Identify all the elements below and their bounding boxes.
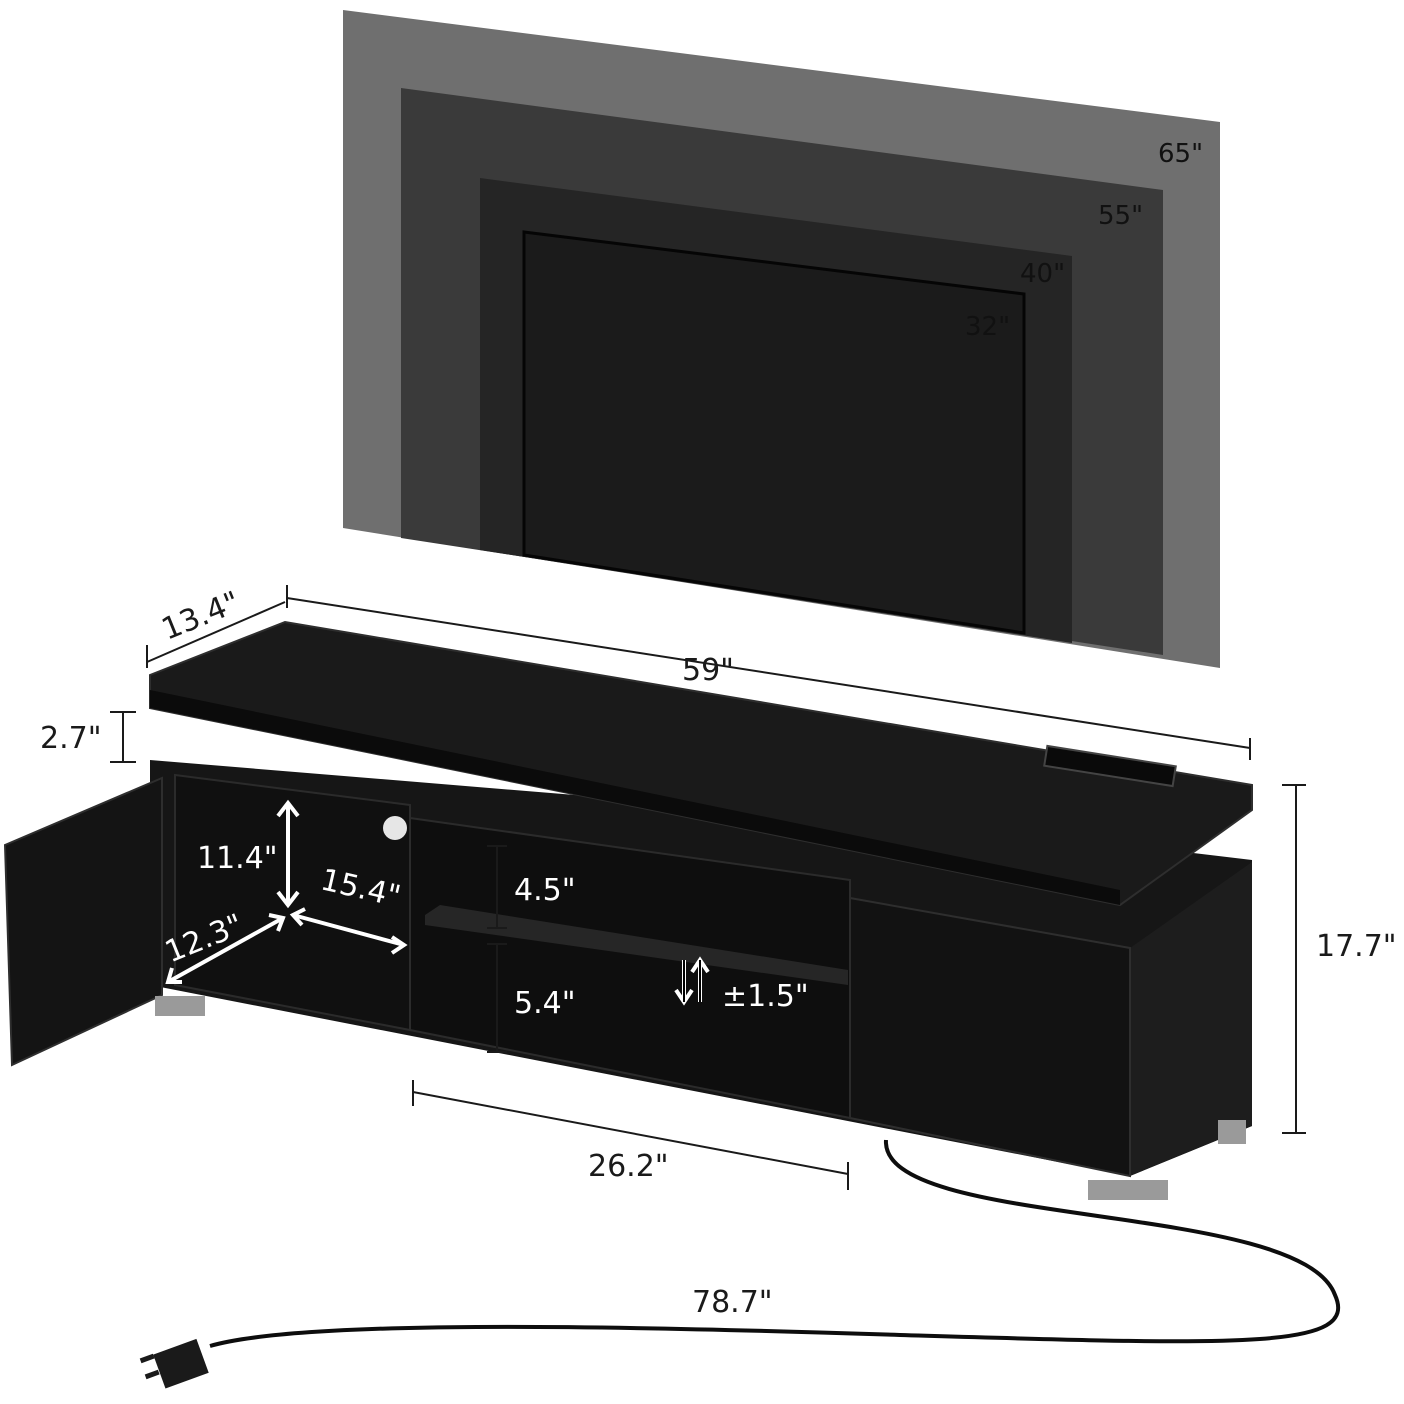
label-upper-shelf: 4.5" (514, 873, 576, 908)
cabinet-depth-arrow (167, 916, 284, 984)
tv-label-32: 32" (965, 312, 1010, 342)
stand-foot-back (1218, 1120, 1246, 1144)
cord-line (209, 1139, 1341, 1348)
label-lower-shelf: 5.4" (514, 986, 576, 1021)
stand-top-front-edge (150, 690, 1120, 905)
stand-left-door (3, 776, 163, 1067)
cabinet-width-arrow (292, 913, 405, 947)
label-cabinet-height: 11.4" (197, 841, 278, 876)
tv-label-55: 55" (1098, 201, 1143, 231)
stand-foot-right (1088, 1180, 1168, 1200)
power-cord (139, 1139, 1341, 1389)
label-width: 59" (682, 653, 734, 688)
tv-panel-32 (522, 230, 1026, 635)
tv-label-40: 40" (1020, 259, 1065, 289)
stand-adjustable-shelf (425, 905, 848, 985)
dimension-lines (110, 585, 1306, 1190)
shelf-adjust-icon-dark (683, 960, 701, 1002)
stand-right-side (1130, 862, 1252, 1176)
tv-label-65: 65" (1158, 139, 1203, 169)
open-width-line (412, 1091, 849, 1175)
width-line (286, 597, 1251, 749)
label-top-thickness: 2.7" (40, 721, 102, 756)
label-open-width: 26.2" (588, 1149, 669, 1184)
stand-foot-left (155, 996, 205, 1016)
label-cord-length: 78.7" (692, 1285, 773, 1320)
cable-hole (383, 816, 407, 840)
plug-icon (139, 1338, 209, 1389)
tv-size-comparison: 65" 55" 40" 32" (343, 10, 1220, 668)
label-total-height: 17.7" (1316, 929, 1397, 964)
label-shelf-adjust: ±1.5" (722, 979, 809, 1014)
stand-left-compartment (174, 773, 411, 1032)
tv-stand (3, 620, 1253, 1200)
stand-right-door (849, 896, 1131, 1178)
power-outlet (1043, 744, 1177, 788)
depth-line (146, 601, 286, 663)
